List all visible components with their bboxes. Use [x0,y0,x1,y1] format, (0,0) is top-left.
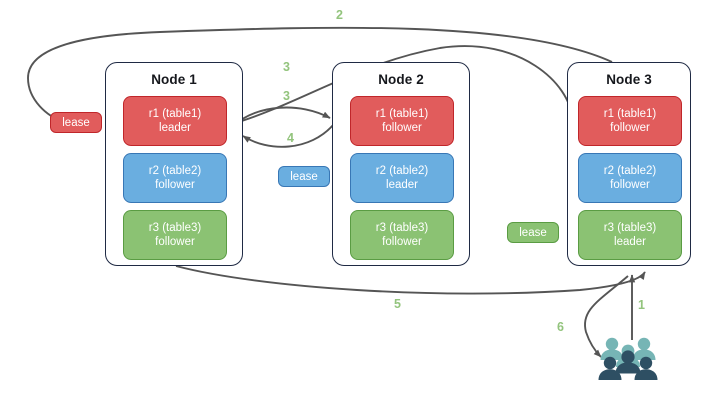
node-2-title: Node 2 [378,72,424,87]
node-2-replica-r2-name: r2 (table2) [375,164,429,177]
node-1-replica-r1-role: leader [159,122,191,134]
node-1-replica-r1-name: r1 (table1) [148,107,202,120]
node-2-replica-r2-role: leader [386,179,418,191]
node-3-title: Node 3 [606,72,652,87]
node-3-replica-r3[interactable]: r3 (table3) leader [578,210,682,260]
node-box-node-2[interactable]: Node 2 r1 (table1) follower r2 (table2) … [332,62,470,266]
node-2-replica-r1[interactable]: r1 (table1) follower [350,96,454,146]
edge-label-2: 2 [336,8,343,22]
node-3-replica-r1[interactable]: r1 (table1) follower [578,96,682,146]
edge-label-4: 4 [287,131,294,145]
node-2-replica-r2[interactable]: r2 (table2) leader [350,153,454,203]
node-1-replica-r1[interactable]: r1 (table1) leader [123,96,227,146]
node-1-replica-r2[interactable]: r2 (table2) follower [123,153,227,203]
node-1-replica-r3-name: r3 (table3) [148,221,202,234]
node-box-node-3[interactable]: Node 3 r1 (table1) follower r2 (table2) … [567,62,691,266]
edge-label-3-lens: 3 [283,89,290,103]
node-3-replica-r2-name: r2 (table2) [603,164,657,177]
node-2-replica-r1-name: r1 (table1) [375,107,429,120]
lease-badge-blue[interactable]: lease [278,166,330,187]
node-1-replica-r2-role: follower [155,179,195,191]
edge-label-3-upper: 3 [283,60,290,74]
node-3-replica-r1-role: follower [610,122,650,134]
node-3-replica-r2-role: follower [610,179,650,191]
node-3-replica-r2[interactable]: r2 (table2) follower [578,153,682,203]
node-1-title: Node 1 [151,72,197,87]
users-icon [598,337,658,380]
edge-label-6: 6 [557,320,564,334]
node-3-replica-r1-name: r1 (table1) [603,107,657,120]
node-1-replica-r2-name: r2 (table2) [148,164,202,177]
node-2-replica-r3[interactable]: r3 (table3) follower [350,210,454,260]
node-box-node-1[interactable]: Node 1 r1 (table1) leader r2 (table2) fo… [105,62,243,266]
node-1-replica-r3[interactable]: r3 (table3) follower [123,210,227,260]
node-3-replica-r3-role: leader [614,236,646,248]
edge-label-1: 1 [638,298,645,312]
edge-label-5: 5 [394,297,401,311]
edge-5-path [175,265,646,295]
node-2-replica-r3-role: follower [382,236,422,248]
node-1-replica-r3-role: follower [155,236,195,248]
node-2-replica-r3-name: r3 (table3) [375,221,429,234]
lease-badge-red[interactable]: lease [50,112,102,133]
edge-3-lens-path [232,106,331,127]
node-3-replica-r3-name: r3 (table3) [603,221,657,234]
node-2-replica-r1-role: follower [382,122,422,134]
lease-badge-green[interactable]: lease [507,222,559,243]
